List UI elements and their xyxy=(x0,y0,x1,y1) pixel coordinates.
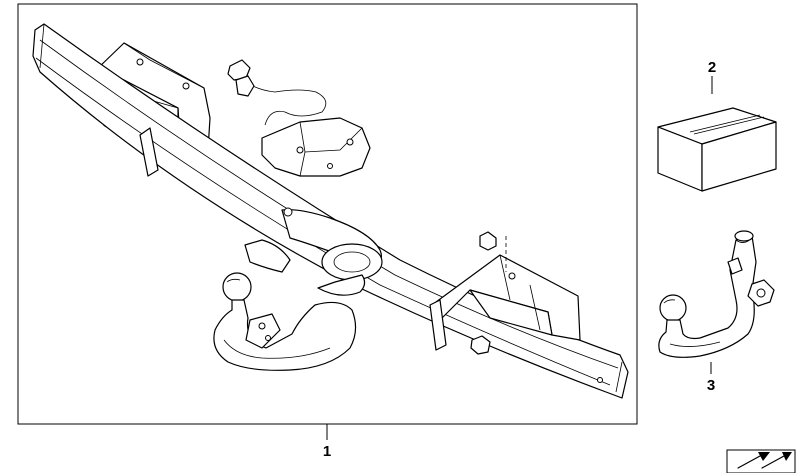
electric-lock-unit xyxy=(227,59,371,177)
callout-3[interactable]: 3 xyxy=(707,377,715,394)
parts-box[interactable] xyxy=(657,107,777,192)
mounting-bolt xyxy=(479,231,507,272)
beam-plug xyxy=(470,335,491,355)
detachable-ball-neck[interactable] xyxy=(658,230,775,358)
corner-arrow-icon[interactable] xyxy=(726,449,796,473)
right-mounting-bracket xyxy=(429,254,581,351)
ball-neck xyxy=(213,272,357,371)
callout-1[interactable]: 1 xyxy=(323,443,331,460)
tow-bar-assembly[interactable] xyxy=(32,23,629,399)
callout-2[interactable]: 2 xyxy=(708,59,716,76)
swivel-mechanism xyxy=(244,207,383,296)
left-beam-clamp xyxy=(139,127,159,177)
